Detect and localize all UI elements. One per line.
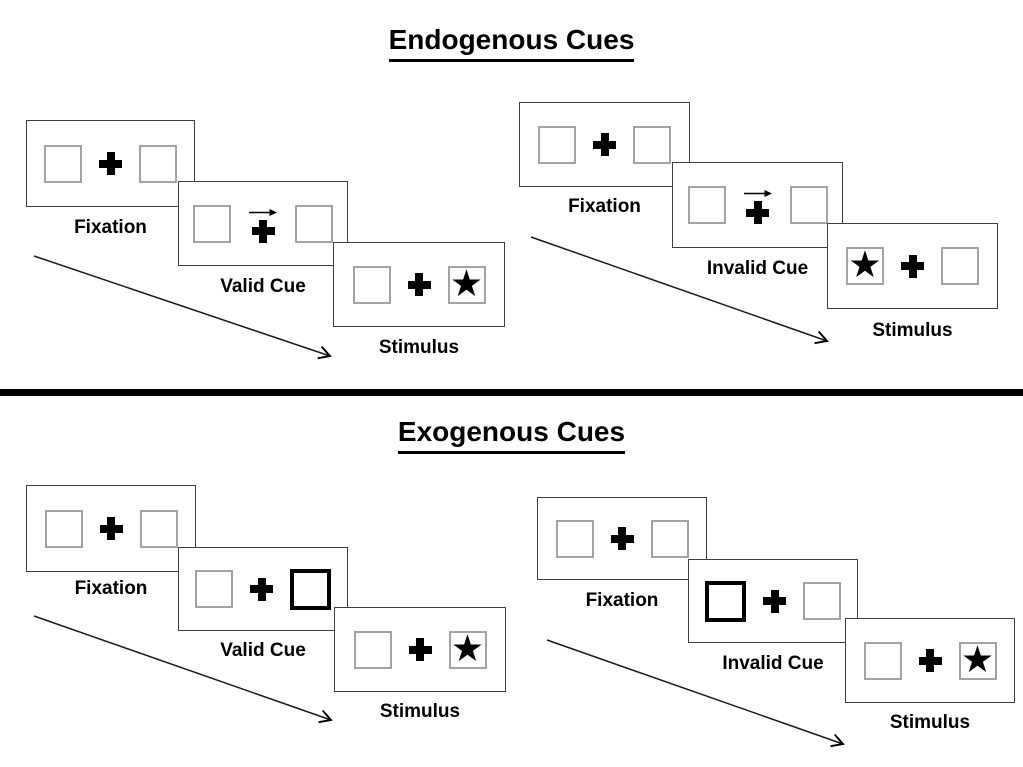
left-box [193, 204, 231, 243]
fixation-cross-icon [407, 273, 431, 296]
fixation-cross-icon [901, 254, 924, 278]
step-label-stimulus: Stimulus [378, 337, 460, 358]
cue-arrow-right-icon [249, 208, 277, 216]
right-box [295, 204, 333, 243]
left-box [352, 265, 391, 304]
left-box [44, 509, 83, 548]
step-label-valid-cue: Valid Cue [220, 640, 306, 661]
time-arrow-endogenous-valid [33, 255, 332, 360]
left-box [863, 641, 902, 680]
left-box [353, 630, 392, 669]
step-label-stimulus: Stimulus [889, 712, 971, 733]
valid-cue-panel [178, 547, 348, 631]
target-star-icon: ★ [449, 261, 484, 305]
step-label-invalid-cue: Invalid Cue [706, 258, 809, 279]
right-box: ★ [448, 626, 487, 670]
time-arrow-exogenous-invalid [546, 639, 845, 748]
fixation-panel [519, 102, 690, 187]
fixation-cross-icon [251, 219, 275, 243]
stimulus-panel: ★ [845, 618, 1015, 703]
fixation-cross-icon [763, 589, 786, 613]
left-box [687, 186, 726, 224]
right-box: ★ [447, 261, 486, 305]
step-label-fixation: Fixation [74, 578, 148, 599]
step-label-valid-cue: Valid Cue [220, 276, 306, 297]
left-box [555, 519, 594, 558]
fixation-cross-icon [918, 649, 942, 672]
endogenous-title: Endogenous Cues [0, 24, 1023, 62]
time-arrow-endogenous-invalid [530, 236, 829, 345]
valid-cue-panel [178, 181, 348, 266]
target-star-icon: ★ [848, 243, 882, 286]
stimulus-panel: ★ [334, 607, 506, 692]
right-box: ★ [958, 637, 997, 681]
step-label-fixation: Fixation [74, 217, 147, 238]
right-box [139, 144, 177, 183]
fixation-cross-icon [746, 201, 769, 224]
right-box [650, 519, 689, 558]
stimulus-panel: ★ [333, 242, 505, 327]
fixation-cross-icon [250, 577, 273, 601]
step-label-stimulus: Stimulus [379, 701, 461, 722]
fixation-panel [26, 485, 196, 572]
right-box [633, 125, 671, 164]
fixation-cross-icon [610, 527, 634, 550]
fixation-cross-icon [99, 517, 123, 540]
invalid-cue-panel [672, 162, 843, 248]
step-label-invalid-cue: Invalid Cue [722, 653, 824, 674]
step-label-fixation: Fixation [568, 196, 641, 217]
stimulus-panel: ★ [827, 223, 998, 309]
exogenous-title: Exogenous Cues [0, 416, 1023, 454]
fixation-panel [537, 497, 707, 580]
left-box [44, 144, 82, 183]
fixation-cross-icon [408, 638, 432, 661]
right-box [803, 582, 841, 620]
cue-arrow-right-icon [743, 190, 772, 197]
right-box [789, 186, 828, 224]
left-box [538, 125, 576, 164]
section-divider [0, 389, 1023, 396]
target-star-icon: ★ [450, 626, 485, 670]
fixation-cross-icon [593, 133, 616, 156]
left-box: ★ [846, 243, 884, 286]
time-arrow-exogenous-valid [33, 615, 333, 724]
step-label-stimulus: Stimulus [872, 320, 953, 341]
left-box [195, 570, 233, 608]
target-star-icon: ★ [960, 637, 995, 681]
step-label-fixation: Fixation [585, 590, 659, 611]
invalid-cue-panel [688, 559, 858, 643]
right-box [941, 247, 979, 285]
fixation-cross-icon [99, 152, 122, 175]
cued-left-box [705, 580, 746, 622]
fixation-panel [26, 120, 195, 207]
cued-right-box [290, 568, 331, 610]
right-box [139, 509, 178, 548]
